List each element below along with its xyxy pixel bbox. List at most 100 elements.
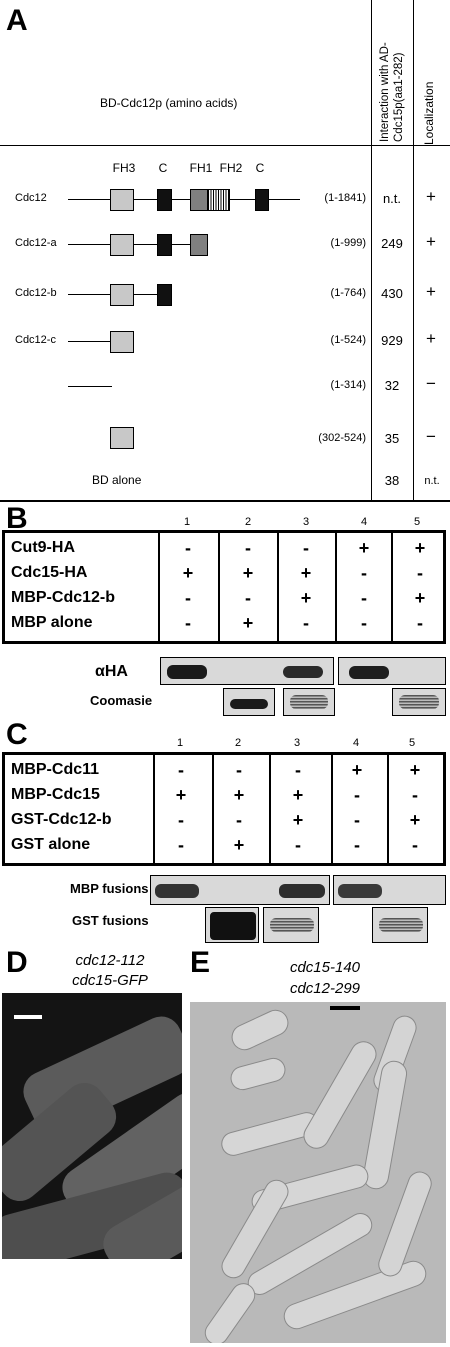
fh1-domain-box — [190, 234, 208, 256]
construct-line — [68, 386, 112, 387]
c-domain-box — [157, 284, 172, 306]
gst-gel-lane-3 — [263, 907, 319, 943]
western-blot-aha-1 — [160, 657, 334, 685]
condition-mark: - — [354, 785, 360, 805]
condition-mark: - — [236, 810, 242, 830]
fh1-domain-box — [190, 189, 208, 211]
lane-number: 1 — [183, 516, 191, 528]
fluorescence-micrograph — [2, 993, 182, 1259]
condition-label: Cut9-HA — [11, 539, 75, 556]
condition-mark: - — [295, 760, 301, 780]
interaction-value: 249 — [381, 236, 403, 251]
condition-mark: + — [242, 613, 254, 633]
panel-b-condition-table: Cut9-HA Cdc15-HA MBP-Cdc12-b MBP alone -… — [2, 530, 446, 644]
table-col-divider — [218, 533, 220, 641]
gel-band — [399, 695, 439, 709]
blot-label-coomasie: Coomasie — [90, 693, 153, 708]
coomasie-gel-lane-3 — [283, 688, 335, 716]
construct-name: BD alone — [92, 473, 142, 487]
condition-mark: + — [409, 760, 421, 780]
dic-micrograph — [190, 1002, 446, 1343]
panel-d-strain-line-2: cdc15-GFP — [72, 972, 148, 989]
localization-value: + — [426, 282, 436, 301]
condition-mark: - — [236, 760, 242, 780]
western-blot-mbp-2 — [333, 875, 446, 905]
condition-mark: + — [414, 538, 426, 558]
construct-range: (302-524) — [318, 432, 366, 444]
lane-number: 2 — [244, 516, 252, 528]
condition-mark: + — [182, 563, 194, 583]
condition-mark: + — [242, 563, 254, 583]
construct-line — [68, 244, 208, 245]
condition-mark: + — [292, 785, 304, 805]
condition-mark: + — [175, 785, 187, 805]
panel-e-letter: E — [190, 946, 211, 979]
cell — [200, 1278, 260, 1343]
coomasie-gel-lane-5 — [392, 688, 446, 716]
condition-mark: - — [354, 835, 360, 855]
table-col-divider — [387, 755, 389, 863]
panel-a-bottom-border — [0, 500, 450, 502]
lane-number: 3 — [293, 737, 301, 749]
condition-mark: - — [245, 538, 251, 558]
gel-band — [290, 695, 328, 709]
condition-label: Cdc15-HA — [11, 564, 88, 581]
domain-c-label-1: C — [158, 161, 168, 175]
blot-label-gst-fusions: GST fusions — [72, 913, 149, 928]
construct-line — [68, 199, 300, 200]
blot-band — [155, 884, 199, 898]
interaction-column-header: Interaction with AD-Cdc15p(aa1-282) — [378, 6, 406, 142]
condition-mark: + — [292, 810, 304, 830]
panel-e-strain-line-1: cdc15-140 — [289, 959, 361, 976]
panel-a-col-divider-2 — [413, 0, 414, 500]
condition-label: MBP-Cdc15 — [11, 786, 100, 803]
gel-band — [379, 918, 423, 932]
blot-band — [349, 666, 389, 679]
lane-number: 5 — [408, 737, 416, 749]
localization-value: − — [426, 374, 436, 393]
condition-mark: - — [361, 563, 367, 583]
localization-value: + — [426, 232, 436, 251]
blot-band — [283, 666, 323, 678]
fh2-domain-box — [208, 189, 230, 211]
lane-number: 5 — [413, 516, 421, 528]
table-col-divider — [331, 755, 333, 863]
condition-mark: - — [361, 613, 367, 633]
condition-mark: + — [414, 588, 426, 608]
construct-range: (1-314) — [330, 379, 366, 391]
interaction-value: 929 — [381, 333, 403, 348]
interaction-value: 430 — [381, 286, 403, 301]
c-domain-box — [255, 189, 269, 211]
construct-range: (1-764) — [330, 287, 366, 299]
domain-fh1-label: FH1 — [189, 161, 213, 175]
lane-number: 2 — [234, 737, 242, 749]
condition-mark: + — [233, 785, 245, 805]
gel-band — [270, 918, 314, 932]
interaction-value: 35 — [384, 431, 400, 446]
condition-mark: + — [351, 760, 363, 780]
localization-column-header: Localization — [422, 81, 436, 145]
interaction-value: 32 — [384, 378, 400, 393]
panel-b-letter: B — [6, 502, 28, 535]
condition-mark: + — [300, 563, 312, 583]
coomasie-gel-lane-2 — [223, 688, 275, 716]
fh3-domain-box — [110, 284, 134, 306]
scale-bar — [330, 1006, 360, 1010]
condition-mark: + — [300, 588, 312, 608]
panel-d-letter: D — [6, 946, 28, 979]
condition-mark: - — [245, 588, 251, 608]
localization-value: + — [426, 329, 436, 348]
construct-name: Cdc12-c — [15, 334, 56, 346]
localization-value: − — [426, 427, 436, 446]
blot-band — [279, 884, 325, 898]
table-col-divider — [153, 755, 155, 863]
interaction-header-text: Interaction with AD-Cdc15p(aa1-282) — [379, 42, 405, 142]
blot-band — [338, 884, 382, 898]
blot-label-aha: αHA — [95, 663, 128, 680]
c-domain-box — [157, 189, 172, 211]
gst-gel-lane-2 — [205, 907, 259, 943]
gst-gel-lane-5 — [372, 907, 428, 943]
fh3-domain-box — [110, 331, 134, 353]
condition-mark: - — [412, 835, 418, 855]
localization-value: n.t. — [424, 475, 440, 487]
